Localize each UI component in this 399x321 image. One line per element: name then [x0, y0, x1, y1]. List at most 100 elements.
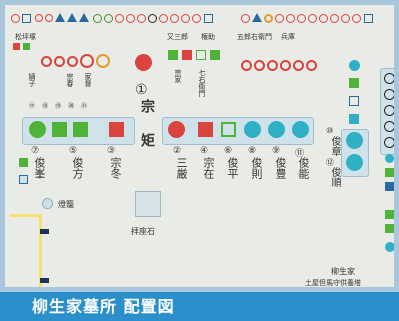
grave-number: ④	[200, 146, 209, 156]
right-col-number: ⑫	[326, 158, 334, 167]
small-ring-marker	[148, 14, 157, 23]
triangle-marker	[79, 13, 89, 22]
small-ring-marker	[352, 14, 361, 23]
green-square-marker	[385, 168, 394, 177]
path-post	[40, 278, 49, 283]
small-ring-marker	[192, 14, 201, 23]
green-square-marker	[168, 50, 178, 60]
sign-subtitle: 土屋但馬守供養塔	[305, 279, 361, 287]
cyan-dot-marker	[385, 154, 394, 163]
grave-number: ②	[173, 146, 182, 156]
grave-number: ③	[107, 146, 116, 156]
lantern-label: 燈籠	[58, 200, 74, 209]
green-square-marker	[349, 78, 359, 88]
label-small: 権助	[201, 33, 215, 41]
lantern-marker	[42, 198, 53, 209]
small-ring-marker	[341, 14, 350, 23]
red-ring-marker	[41, 56, 52, 67]
grave-name: 俊豊	[274, 157, 287, 179]
middle-row-strip	[162, 117, 314, 145]
small-ring-marker	[115, 14, 124, 23]
right-col-name: 俊順	[329, 167, 340, 187]
grave-number: ⑪	[295, 149, 305, 159]
red-ring-marker	[293, 60, 304, 71]
small-ring-marker	[126, 14, 135, 23]
small-ring-marker	[297, 14, 306, 23]
page-caption: 柳生家墓所 配置図	[0, 292, 399, 321]
label-small: 兵庫	[281, 33, 295, 41]
green-square-marker	[385, 224, 394, 233]
small-ring-marker	[275, 14, 284, 23]
right-col-number: ⑩	[326, 126, 334, 135]
label-small: 家督	[84, 73, 92, 87]
right-col-name: 俊章	[329, 136, 340, 156]
small-ring-marker	[35, 14, 43, 22]
grave-name: 俊平	[226, 157, 239, 179]
triangle-marker	[252, 13, 262, 22]
small-ring-marker	[159, 14, 168, 23]
triangle-marker	[55, 13, 65, 22]
blue-outline-square	[349, 96, 359, 106]
triangle-marker	[67, 13, 77, 22]
path-line	[10, 214, 42, 217]
cyan-square-marker	[349, 114, 359, 124]
grave-name: 三厳	[175, 157, 188, 179]
red-ring-marker	[54, 56, 65, 67]
grave-name: 俊能	[297, 157, 310, 179]
red-ring-marker	[254, 60, 265, 71]
green-outline-square	[196, 50, 206, 60]
blue-outline-square	[19, 175, 28, 184]
small-ring-marker	[11, 14, 20, 23]
muneyoshi-number: ①	[135, 82, 148, 98]
small-ring-marker	[93, 14, 102, 23]
grave-name: 俊峯	[33, 157, 46, 179]
cyan-dot-marker	[349, 60, 360, 71]
red-square-marker	[182, 50, 192, 60]
small-ring-marker	[170, 14, 179, 23]
grave-name: 俊則	[250, 157, 263, 179]
small-green-marker	[23, 43, 30, 50]
sign-title: 柳生家	[331, 267, 355, 276]
green-square-marker	[19, 158, 28, 167]
label-small: 松坪塚	[15, 33, 36, 41]
green-outline-square	[221, 122, 236, 137]
label-small: 五郎右衛門	[237, 33, 272, 41]
red-ring-marker	[280, 60, 291, 71]
red-ring-marker	[241, 60, 252, 71]
label-small: 又三郎	[167, 33, 188, 41]
red-ring-marker	[67, 56, 78, 67]
path-line	[39, 214, 42, 287]
grave-name: 宗冬	[109, 157, 122, 179]
label-small: 宗春	[66, 73, 74, 87]
red-ring-marker	[267, 60, 278, 71]
cyan-dot-marker	[385, 242, 394, 252]
map-board: 松坪塚 嫡子 宗春 家督 ⑰⑱⑲⑳㉑ ① 宗 矩 又三郎 権助 宗家 七右衛門 …	[0, 0, 399, 292]
haiza-label: 拝座石	[131, 227, 155, 236]
grave-number: ⑥	[224, 146, 233, 156]
muneyoshi-marker	[135, 54, 152, 71]
red-square-marker	[198, 122, 213, 137]
small-square-marker	[22, 14, 31, 23]
green-square-marker	[385, 210, 394, 219]
cyan-dot-marker	[244, 121, 261, 138]
small-ring-marker	[286, 14, 295, 23]
label-small: 宗家	[174, 69, 182, 83]
blue-square-marker	[385, 182, 394, 191]
red-square-marker	[109, 122, 124, 137]
black-ring-marker	[384, 121, 394, 132]
grave-number: ⑨	[272, 146, 281, 156]
small-ring-marker	[241, 14, 250, 23]
small-red-marker	[13, 43, 20, 50]
small-ring-marker	[137, 14, 146, 23]
orange-ring-marker	[96, 54, 110, 68]
label-small: 嫡子	[28, 73, 36, 87]
small-ring-marker	[308, 14, 317, 23]
green-square-marker	[52, 122, 67, 137]
small-ring-marker	[319, 14, 328, 23]
red-dot-marker	[168, 121, 185, 138]
small-ring-marker	[264, 14, 273, 23]
small-ring-marker	[330, 14, 339, 23]
cyan-dot-marker	[346, 154, 363, 171]
cyan-dot-marker	[292, 121, 309, 138]
black-ring-marker	[384, 137, 394, 148]
